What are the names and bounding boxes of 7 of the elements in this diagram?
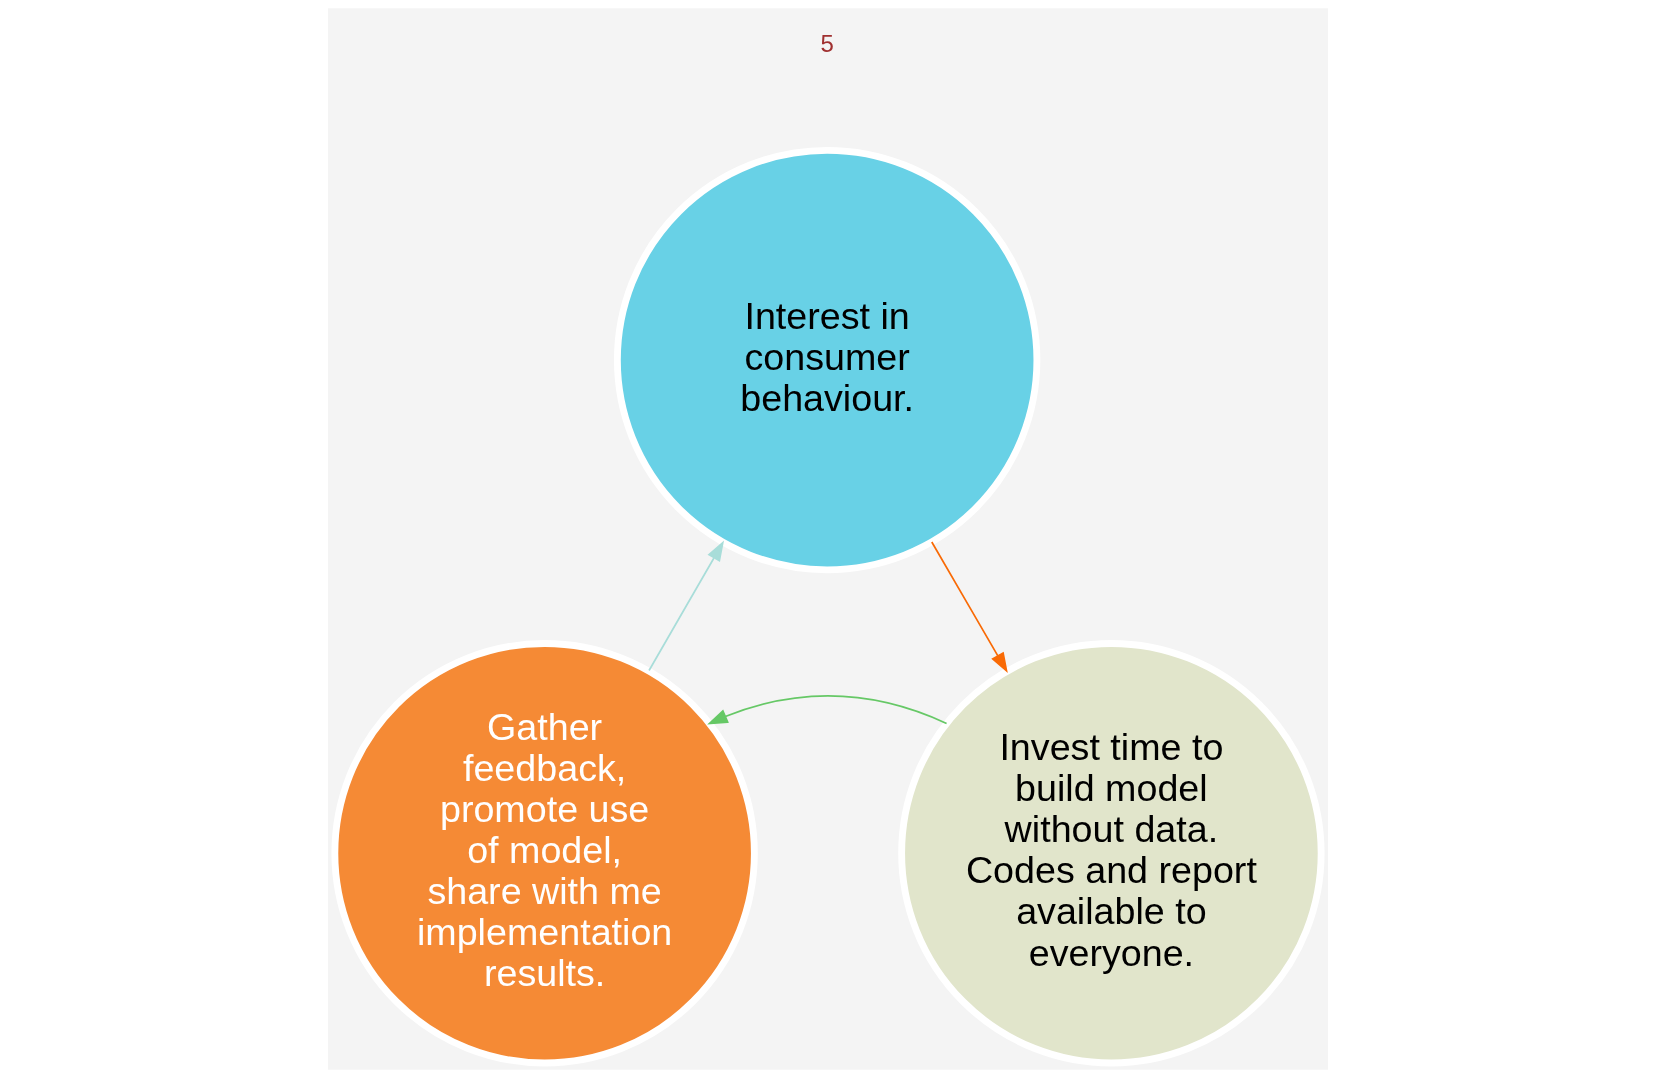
node-circle: Gather feedback, promote use of model, share with me implementation results. — [330, 640, 758, 1067]
arrow — [706, 695, 947, 725]
label: 5 — [819, 30, 834, 58]
node-circle: Invest time to build model without data. Codes and report available to everyone. — [897, 640, 1325, 1067]
arrow — [647, 540, 724, 672]
node-circle: Interest in consumer behaviour. — [613, 146, 1040, 574]
arrow — [930, 541, 1008, 674]
